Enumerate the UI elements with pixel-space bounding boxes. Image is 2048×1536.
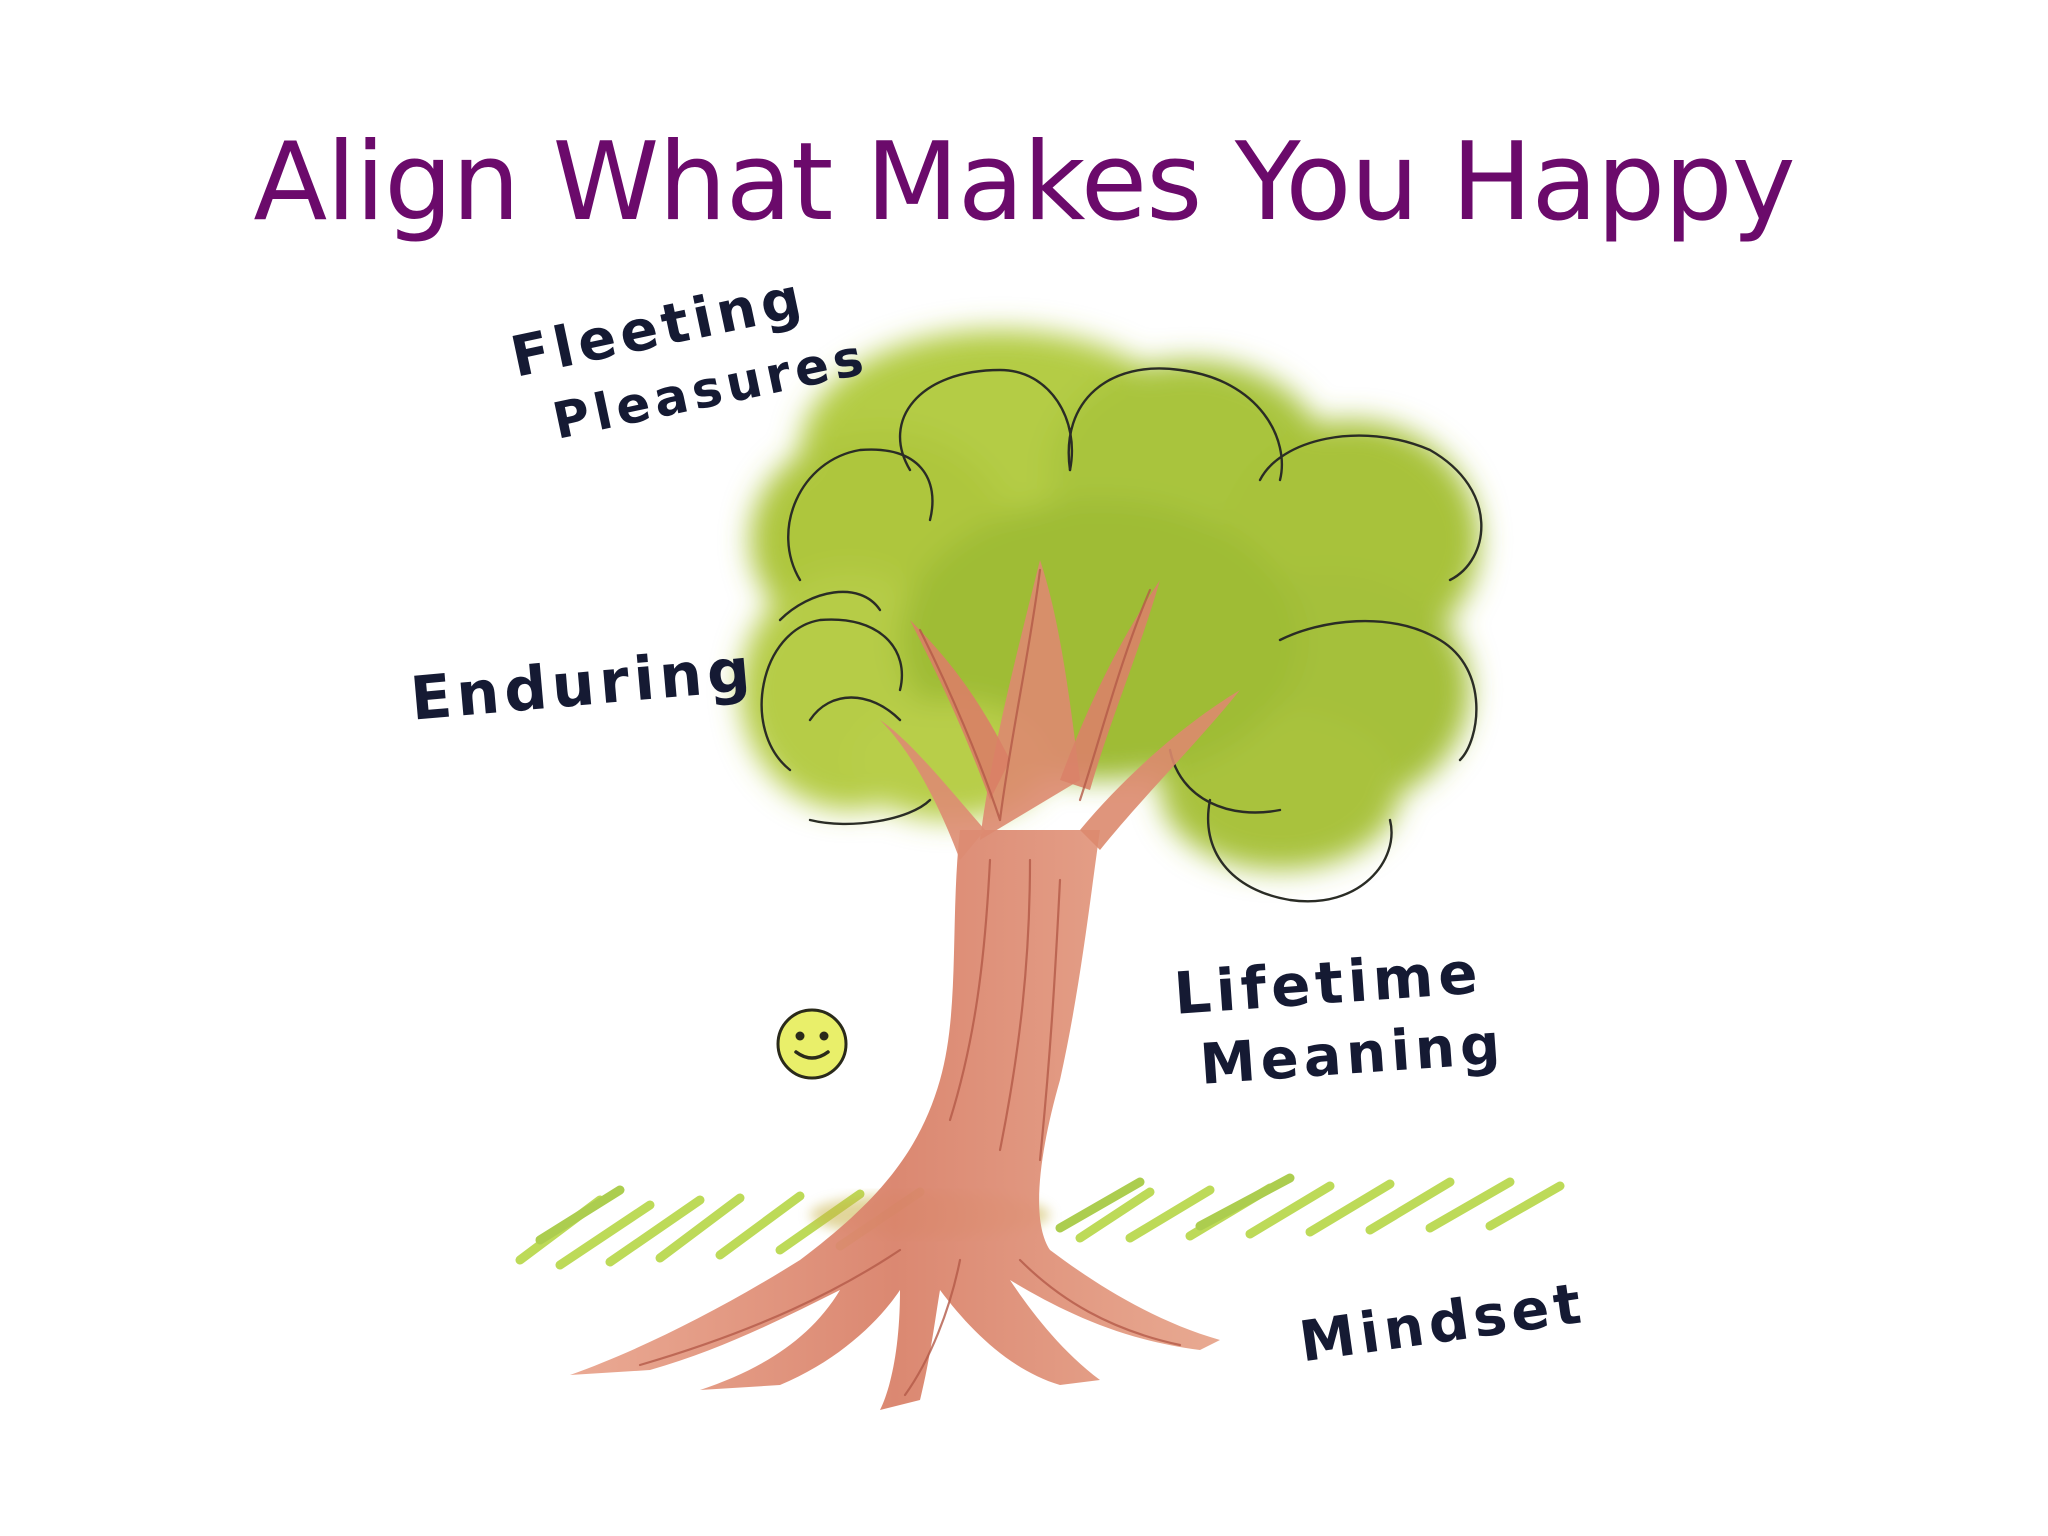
smiley-face <box>776 1008 848 1080</box>
tree-canopy <box>740 330 1480 870</box>
canopy-outline <box>760 367 1483 903</box>
tree-illustration <box>515 330 1565 1410</box>
tree-trunk <box>570 560 1240 1410</box>
trunk-lines <box>638 568 1182 1397</box>
slide-title: Align What Makes You Happy <box>253 120 1795 245</box>
grass <box>515 1173 1565 1270</box>
